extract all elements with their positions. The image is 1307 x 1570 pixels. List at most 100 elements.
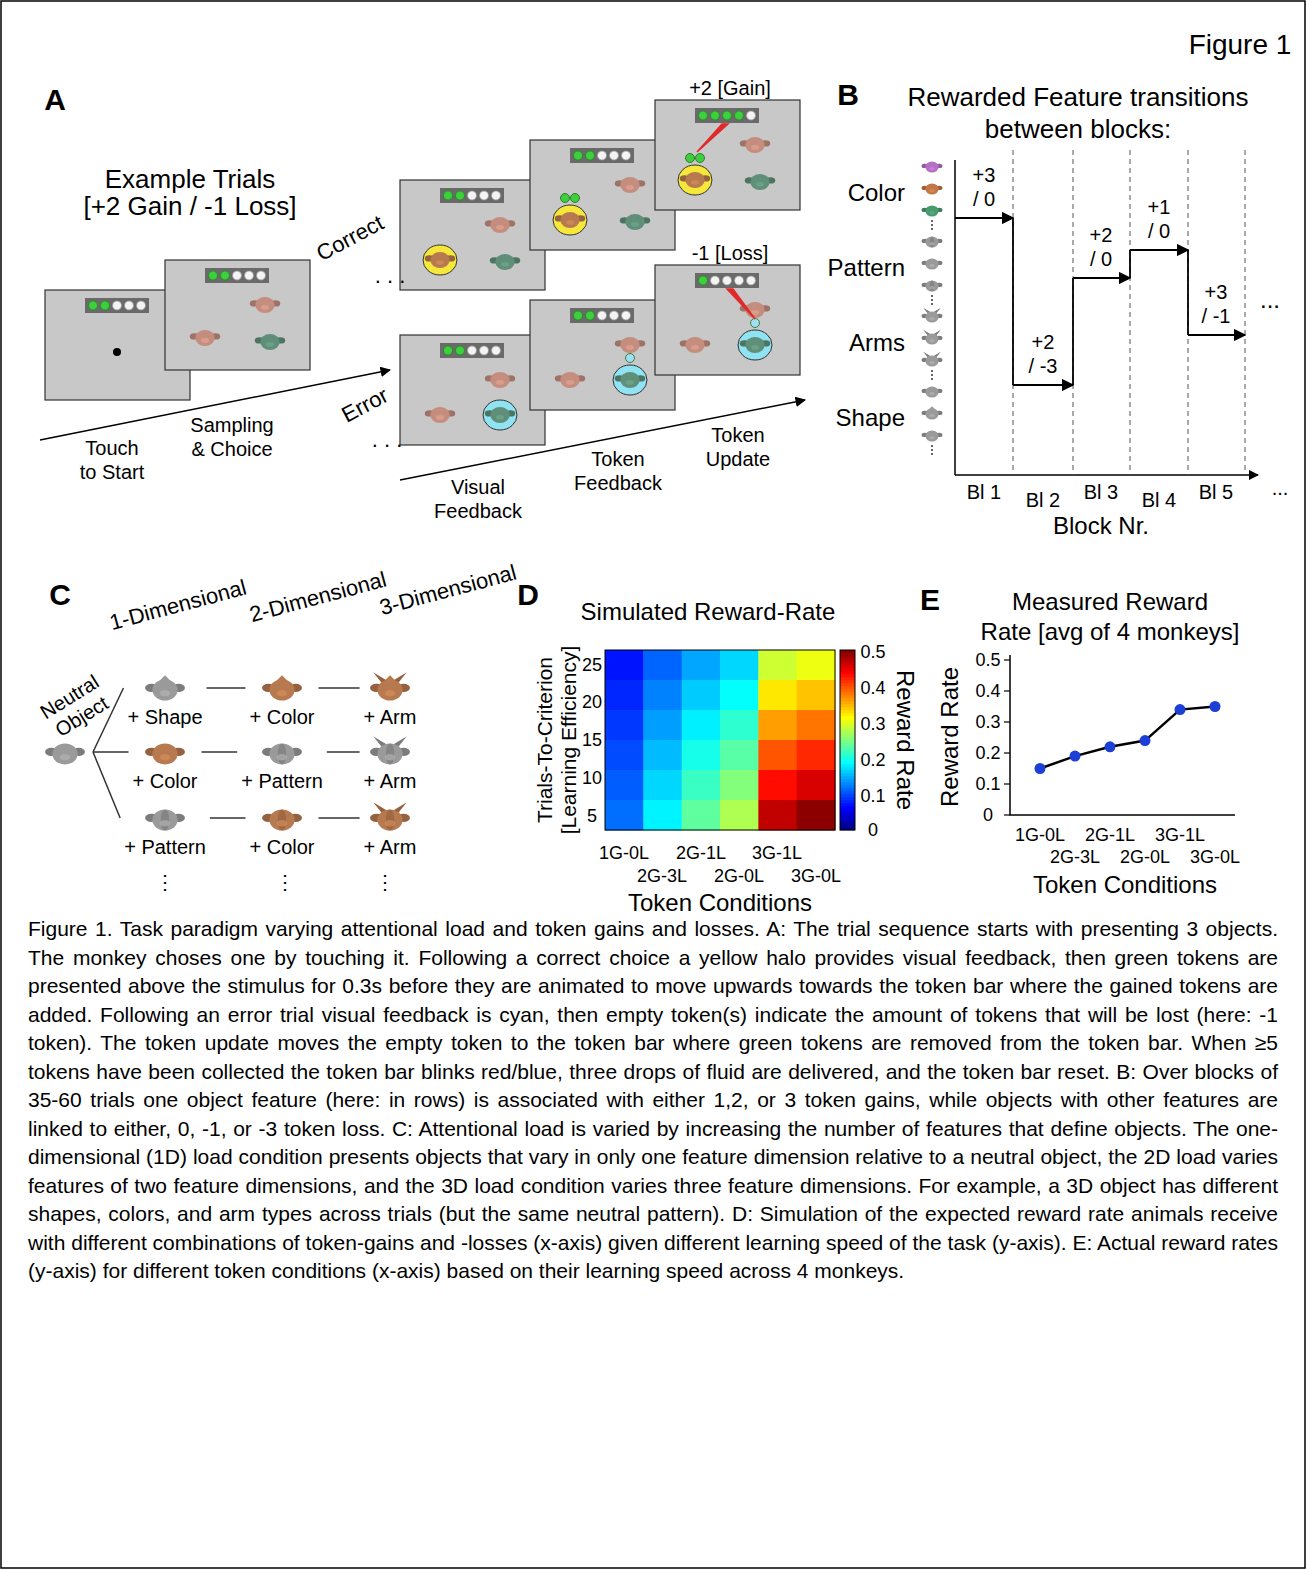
label: Color [848,179,905,207]
token [610,151,619,160]
task-screen [530,300,675,410]
token [221,271,230,280]
object-icon [490,254,520,270]
token [444,191,453,200]
label: 0.4 [975,681,1000,702]
object-node: + Arm [360,670,421,729]
colorbar-step [840,653,855,656]
token [468,346,477,355]
colorbar-step [840,770,855,773]
label: Token Conditions [628,889,812,917]
heatmap-cell [797,680,836,711]
label: Update [706,448,771,471]
heatmap-cell [797,800,836,831]
task-screen [530,140,675,250]
object-icon [485,217,515,233]
label: 0.5 [860,642,885,663]
label: +2 [Gain] [689,77,771,100]
colorbar-step [840,818,855,821]
object-icon [255,334,285,350]
object-icon [145,744,185,765]
colorbar-step [840,704,855,707]
colorbar-step [840,707,855,710]
colorbar-frame [840,650,855,830]
data-point [1210,701,1221,712]
reward-step [1073,277,1130,279]
label: Correct [312,210,388,266]
label: +3 [973,164,996,187]
data-point [1140,735,1151,746]
colorbar-step [840,749,855,752]
task-screen [655,100,800,210]
heatmap-cell [643,650,682,681]
object-label: + Arm [360,706,421,729]
block-divider [1130,150,1131,475]
colorbar-step [840,821,855,824]
object-connector [93,751,128,753]
label: 2G-3L [637,866,687,887]
heatmap-cell [605,740,644,771]
label: Token Conditions [1033,871,1217,899]
object-icon [254,800,310,836]
label: between blocks: [985,115,1171,145]
label: 2G-0L [1120,847,1170,868]
object-node: Neutral Object [37,734,93,770]
axis [955,474,1258,476]
colorbar-step [840,779,855,782]
object-icon [145,810,185,831]
panel-e [1004,655,1235,815]
heatmap-cell [643,740,682,771]
object-label: + Pattern [120,836,210,859]
heatmap-cell [758,740,797,771]
object-node: + Pattern [237,734,327,793]
object-icon [45,744,85,765]
object-icon [745,174,775,190]
token [610,311,619,320]
heatmap-cell [605,770,644,801]
heatmap-cell [643,680,682,711]
token [574,151,583,160]
token [444,346,453,355]
task-screen [655,265,800,375]
token [699,111,708,120]
panel-a [40,100,805,480]
token [711,276,720,285]
label: 5 [587,806,597,827]
colorbar-step [840,686,855,689]
label: 1G-0L [1015,825,1065,846]
label: ⋮ [155,871,175,894]
label: +2 [1032,331,1055,354]
colorbar-step [840,680,855,683]
object-icon [922,387,943,398]
label: Visual [451,476,505,499]
label: 25 [582,655,602,676]
object-icon [485,407,515,423]
object-node: + Color [245,670,318,729]
token [747,111,756,120]
label: 1-Dimensional [107,575,249,636]
reward-step [1072,278,1074,385]
label: to Start [80,461,144,484]
colorbar-step [840,776,855,779]
label: Arms [849,329,905,357]
reward-step [1012,218,1014,385]
label: / -1 [1202,305,1231,328]
figure-title: Figure 1 [1189,29,1292,61]
object-icon [362,734,418,770]
object-label: + Shape [123,706,206,729]
label: Reward Rate [891,670,919,810]
token-bar [695,273,759,288]
label: Bl 4 [1142,489,1176,512]
label: 3-Dimensional [377,560,519,621]
object-icon [615,372,645,388]
reward-step [1013,384,1073,386]
panel-letter: D [517,578,539,613]
label: Rate [avg of 4 monkeys] [981,618,1240,646]
heatmap-cell [643,800,682,831]
token [735,276,744,285]
colorbar-step [840,746,855,749]
object-icon [922,406,943,419]
colorbar-step [840,671,855,674]
token [468,191,477,200]
